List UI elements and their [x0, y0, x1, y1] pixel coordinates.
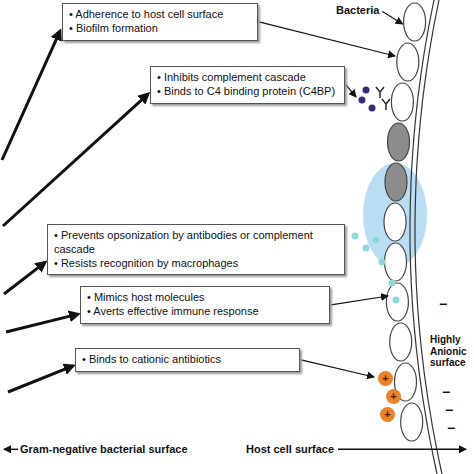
charge-plus: + [378, 371, 393, 386]
bacterial-cell [401, 403, 423, 441]
direction-arrow [338, 449, 466, 451]
bacterial-cell [397, 43, 419, 81]
host-molecule-dot [379, 259, 386, 266]
complement-dot [359, 97, 366, 104]
host-molecule-dot [393, 297, 400, 304]
antibody-symbol [382, 99, 390, 110]
host-molecule-dot [363, 245, 370, 252]
charge-minus: − [438, 296, 448, 312]
bullet-text: • Biofilm formation [69, 22, 251, 36]
bacterial-cell [384, 203, 406, 241]
bullet-text: • Adherence to host cell surface [69, 8, 251, 22]
bullet-text: • Prevents opsonization by antibodies or… [54, 229, 338, 257]
bullet-text: • Inhibits complement cascade [157, 71, 338, 85]
bullet-text: • Mimics host molecules [87, 291, 323, 305]
thick-arrow [4, 262, 45, 294]
trait-box: • Inhibits complement cascade• Binds to … [150, 66, 345, 104]
host-molecule-dot [352, 233, 359, 240]
trait-box: • Mimics host molecules• Averts effectiv… [80, 286, 330, 324]
bacterial-cell [386, 283, 408, 321]
leader-arrow [331, 296, 388, 305]
host-molecule-dot [373, 237, 380, 244]
leader-arrow [346, 85, 356, 97]
trait-box: • Binds to cationic antibiotics [75, 348, 300, 372]
bacterial-cell [385, 243, 407, 281]
bullet-text: • Resists recognition by macrophages [54, 257, 338, 271]
thick-arrow [3, 94, 148, 226]
complement-dot [363, 87, 370, 94]
bacterial-cell [385, 163, 407, 201]
bacterial-cell [390, 323, 412, 361]
thick-arrow [8, 366, 73, 392]
antibody-symbol [376, 87, 384, 98]
annotation-label: Gram-negative bacterial surface [20, 443, 188, 456]
complement-dot [369, 105, 376, 112]
direction-arrow [4, 449, 18, 451]
bullet-text: • Binds to cationic antibiotics [82, 353, 293, 367]
leader-arrow [301, 360, 374, 377]
trait-box: • Adherence to host cell surface• Biofil… [62, 3, 258, 41]
bacterial-cell [388, 123, 410, 161]
bacterial-cell [404, 3, 426, 41]
charge-minus: − [444, 402, 454, 418]
leader-arrow [259, 22, 395, 56]
host-molecule-dot [389, 280, 396, 287]
annotation-label: Highly Anionic surface [430, 334, 472, 369]
bullet-text: • Averts effective immune response [87, 305, 323, 319]
bullet-text: • Binds to C4 binding protein (C4BP) [157, 85, 338, 99]
leader-arrow [382, 12, 402, 24]
charge-minus: − [441, 384, 451, 400]
trait-box: • Prevents opsonization by antibodies or… [47, 224, 345, 275]
bacterial-cell [391, 83, 413, 121]
charge-plus: + [386, 389, 401, 404]
thick-arrow [6, 314, 78, 332]
annotation-label: Bacteria [336, 4, 379, 17]
host-membrane [415, 0, 442, 474]
annotation-label: Host cell surface [246, 443, 334, 456]
thick-arrow [2, 31, 60, 160]
charge-minus: − [446, 420, 456, 436]
charge-plus: + [380, 407, 395, 422]
